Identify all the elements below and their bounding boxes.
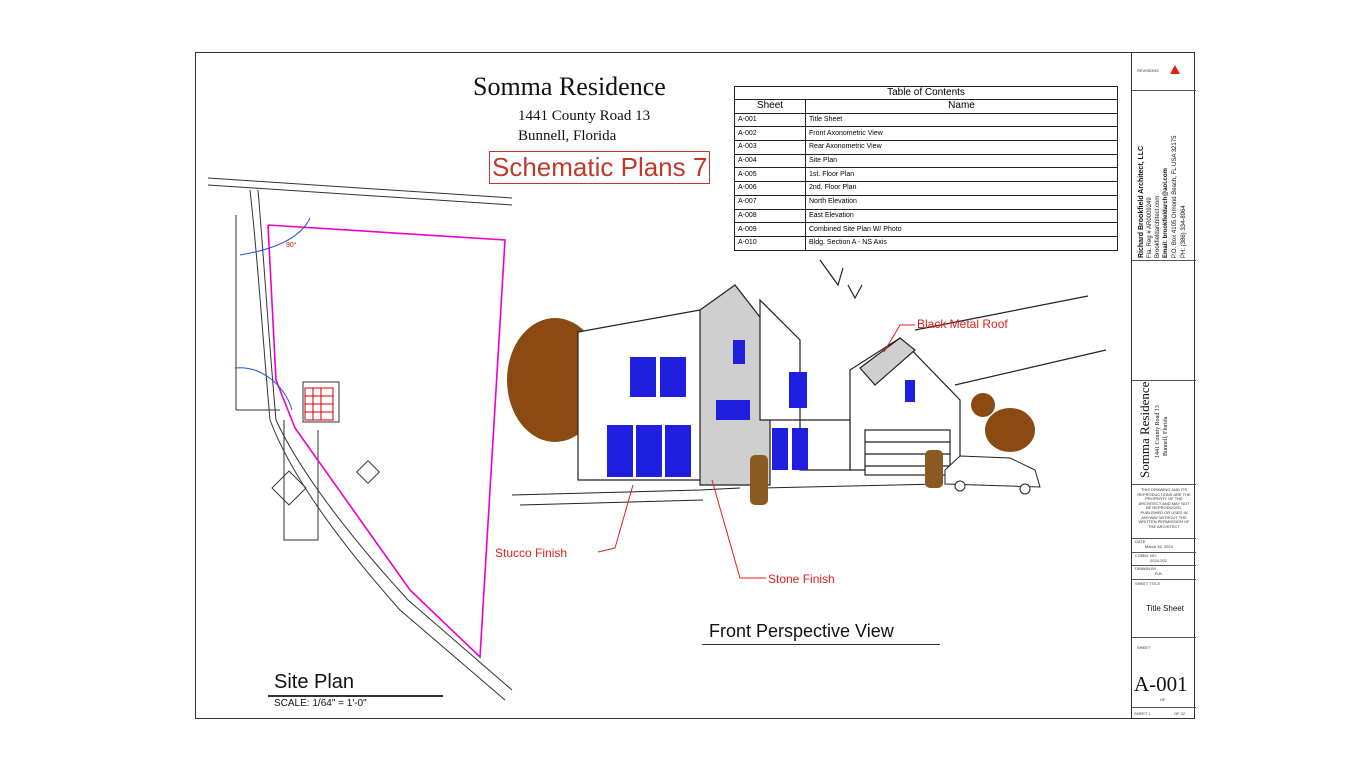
- sheet-title: Title Sheet: [1146, 604, 1184, 613]
- architect-reg: Fla. Reg # AR0009249: [1147, 197, 1153, 258]
- toc-sheet-cell: A-010: [734, 235, 806, 251]
- roof-annotation: Black Metal Roof: [917, 317, 1008, 331]
- site-plan-title: Site Plan: [274, 671, 355, 693]
- toc-name-cell: Site Plan: [805, 153, 1118, 169]
- disclaimer-text: THIS DRAWING AND ITS REPRODUCTIONS ARE T…: [1137, 487, 1191, 529]
- walkway: [511, 483, 941, 506]
- toc-name-cell: Front Axonometric View: [805, 126, 1118, 142]
- titleblock-project-addr2: Bunnell, Florida: [1163, 416, 1169, 456]
- architect-name: Richard Brookfield Architect, LLC: [1138, 145, 1145, 258]
- toc-name-cell: 1st. Floor Plan: [805, 167, 1118, 183]
- front-view-title: Front Perspective View: [709, 621, 894, 641]
- architect-po: P.O. Box 4105 Ormond Beach, FL USA 32175: [1172, 135, 1178, 258]
- project-address-line2: Bunnell, Florida: [518, 128, 617, 144]
- date-label: DATE: [1135, 539, 1146, 544]
- drawn-label: DRAWN BY: [1135, 566, 1157, 571]
- sheet-number: A-001: [1134, 672, 1188, 696]
- building-footprint: [304, 387, 334, 421]
- toc-name-cell: Combined Site Plan W/ Photo: [805, 222, 1118, 237]
- car: [944, 455, 1041, 495]
- titleblock-project-title: Somma Residence: [1137, 381, 1152, 478]
- toc-caption: Table of Contents: [734, 86, 1118, 100]
- date-value: March 26, 2024: [1145, 544, 1173, 549]
- drawn-value: R.B.: [1155, 571, 1163, 576]
- angle-label: 90°: [286, 241, 297, 249]
- sheet-count-right: OF 22: [1174, 711, 1186, 716]
- toc-name-cell: Rear Axonometric View: [805, 140, 1118, 155]
- site-dimension-arcs: [234, 217, 311, 411]
- schematic-label: Schematic Plans 7: [489, 151, 711, 184]
- title-block: [1131, 52, 1196, 719]
- toc-name-cell: 2nd. Floor Plan: [805, 181, 1118, 196]
- stone-annotation: Stone Finish: [768, 572, 835, 586]
- architect-phone: PH: (386) 334-8964: [1181, 205, 1187, 258]
- toc-name-cell: East Elevation: [805, 208, 1118, 224]
- titleblock-project-addr1: 1441 County Road 13: [1155, 405, 1161, 458]
- toc-sheet-cell: A-009: [734, 222, 806, 237]
- comm-value: 2024-202: [1150, 558, 1167, 563]
- site-plan-drawing: [207, 177, 513, 701]
- stucco-annotation: Stucco Finish: [495, 546, 568, 560]
- revision-triangle-icon: [1170, 65, 1180, 74]
- sheet-title-label: SHEET TITLE: [1135, 581, 1161, 586]
- project-address-line1: 1441 County Road 13: [518, 108, 651, 124]
- toc-sheet-cell: A-003: [734, 140, 806, 155]
- toc-name-cell: North Elevation: [805, 194, 1118, 210]
- toc-name-cell: Bldg. Section A - NS Axis: [805, 235, 1118, 251]
- people: [750, 450, 943, 505]
- toc-sheet-cell: A-002: [734, 126, 806, 142]
- project-title: Somma Residence: [473, 72, 666, 101]
- toc-name-cell: Title Sheet: [805, 112, 1118, 128]
- toc-sheet-cell: A-001: [734, 112, 806, 128]
- comm-label: COMM. NO.: [1135, 553, 1157, 558]
- toc-header-name: Name: [805, 99, 1118, 114]
- toc-sheet-cell: A-008: [734, 208, 806, 224]
- site-plan-scale: SCALE: 1/64" = 1'-0": [274, 698, 367, 709]
- toc-sheet-cell: A-007: [734, 194, 806, 210]
- site-plan-underline: [268, 695, 443, 697]
- property-line: [267, 224, 506, 659]
- annotation-leaders: [597, 324, 915, 579]
- architect-email: Email: brookfieldarch@aol.com: [1163, 168, 1169, 258]
- sheet-label: SHEET: [1137, 645, 1151, 650]
- toc-sheet-cell: A-005: [734, 167, 806, 183]
- revisions-label: REVISIONS: [1137, 68, 1159, 73]
- front-view-underline: [702, 644, 940, 645]
- sky-lines: [819, 259, 1107, 386]
- toc-sheet-cell: A-006: [734, 181, 806, 196]
- architect-web: Brookfieldarchitect.com: [1155, 195, 1161, 258]
- toc-header-sheet: Sheet: [734, 99, 806, 114]
- house-windows: [607, 340, 915, 477]
- toc-sheet-cell: A-004: [734, 153, 806, 169]
- sheet-count-left: SHEET 1: [1134, 711, 1151, 716]
- of-label: OF: [1160, 697, 1166, 702]
